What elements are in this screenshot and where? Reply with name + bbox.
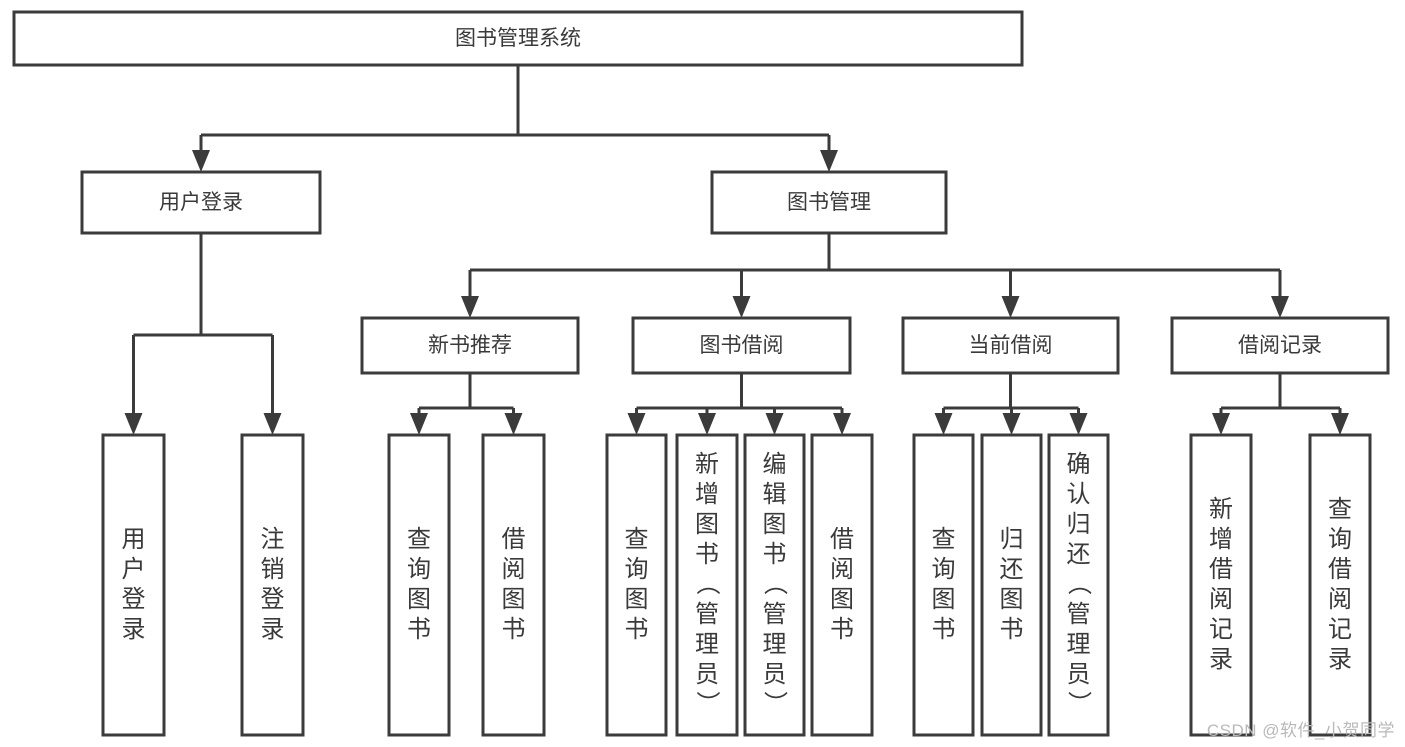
arrow-head-icon — [1069, 413, 1088, 435]
node-label-leaf-edit-book: 编辑图书（管理员） — [763, 451, 788, 718]
node-leaf-query-record[interactable]: 查询借阅记录 — [1308, 433, 1372, 737]
arrow-head-icon — [732, 296, 751, 318]
node-box-leaf-confirm-return — [1047, 433, 1110, 737]
node-leaf-borrow-book-1[interactable]: 借阅图书 — [481, 433, 546, 737]
connector-layer — [124, 65, 1349, 435]
node-layer: 图书管理系统用户登录图书管理新书推荐图书借阅当前借阅借阅记录用户登录注销登录查询… — [12, 10, 1390, 737]
node-leaf-logout[interactable]: 注销登录 — [240, 433, 305, 737]
node-book-borrow[interactable]: 图书借阅 — [631, 316, 852, 375]
arrow-head-icon — [1001, 296, 1020, 318]
node-box-new-book-recommend — [360, 316, 580, 375]
arrow-head-icon — [504, 413, 523, 435]
arrow-head-icon — [1271, 296, 1289, 318]
node-box-leaf-add-record — [1189, 433, 1253, 737]
node-label-book-borrow: 图书借阅 — [700, 334, 784, 357]
node-box-user-login — [80, 170, 322, 235]
node-box-book-borrow — [631, 316, 852, 375]
node-label-book-manage: 图书管理 — [787, 191, 871, 214]
node-box-leaf-edit-book — [743, 433, 806, 737]
node-leaf-query-book-3[interactable]: 查询图书 — [912, 433, 975, 737]
node-leaf-query-book-1[interactable]: 查询图书 — [387, 433, 451, 737]
node-label-leaf-confirm-return: 确认归还（管理员） — [1067, 451, 1092, 718]
node-box-leaf-user-login — [101, 433, 166, 737]
node-label-borrow-record: 借阅记录 — [1238, 334, 1322, 357]
node-current-borrow[interactable]: 当前借阅 — [901, 316, 1120, 375]
node-user-login[interactable]: 用户登录 — [80, 170, 322, 235]
node-borrow-record[interactable]: 借阅记录 — [1170, 316, 1390, 375]
node-root[interactable]: 图书管理系统 — [12, 10, 1024, 67]
arrow-head-icon — [833, 413, 851, 435]
node-label-leaf-borrow-book-1: 借阅图书 — [502, 526, 526, 643]
node-new-book-recommend[interactable]: 新书推荐 — [360, 316, 580, 375]
node-label-leaf-logout: 注销登录 — [261, 526, 285, 643]
node-leaf-add-book[interactable]: 新增图书（管理员） — [675, 433, 739, 737]
node-box-leaf-query-book-3 — [912, 433, 975, 737]
node-box-leaf-borrow-book-1 — [481, 433, 546, 737]
node-label-leaf-query-book-1: 查询图书 — [407, 526, 431, 643]
arrow-head-icon — [461, 296, 479, 318]
node-box-leaf-logout — [240, 433, 305, 737]
node-label-leaf-user-login: 用户登录 — [122, 526, 146, 643]
node-box-book-manage — [710, 170, 948, 235]
node-leaf-confirm-return[interactable]: 确认归还（管理员） — [1047, 433, 1110, 737]
node-label-current-borrow: 当前借阅 — [969, 334, 1053, 357]
node-box-borrow-record — [1170, 316, 1390, 375]
node-box-current-borrow — [901, 316, 1120, 375]
arrow-head-icon — [934, 413, 953, 435]
node-leaf-add-record[interactable]: 新增借阅记录 — [1189, 433, 1253, 737]
node-leaf-return-book[interactable]: 归还图书 — [980, 433, 1043, 737]
node-label-leaf-query-record: 查询借阅记录 — [1328, 496, 1352, 673]
node-label-root: 图书管理系统 — [455, 27, 581, 50]
node-label-leaf-query-book-2: 查询图书 — [625, 526, 649, 643]
node-label-leaf-query-book-3: 查询图书 — [932, 526, 956, 643]
node-label-new-book-recommend: 新书推荐 — [428, 334, 512, 357]
node-label-user-login: 用户登录 — [159, 191, 243, 214]
node-leaf-user-login[interactable]: 用户登录 — [101, 433, 166, 737]
node-label-leaf-add-book: 新增图书（管理员） — [695, 451, 720, 718]
arrow-head-icon — [627, 413, 646, 435]
arrow-head-icon — [765, 413, 784, 435]
node-box-leaf-query-book-2 — [605, 433, 668, 737]
node-box-leaf-return-book — [980, 433, 1043, 737]
node-leaf-query-book-2[interactable]: 查询图书 — [605, 433, 668, 737]
node-leaf-borrow-book-2[interactable]: 借阅图书 — [810, 433, 874, 737]
node-leaf-edit-book[interactable]: 编辑图书（管理员） — [743, 433, 806, 737]
node-label-leaf-borrow-book-2: 借阅图书 — [830, 526, 854, 643]
arrow-head-icon — [1331, 413, 1349, 435]
arrow-head-icon — [263, 413, 282, 435]
arrow-head-icon — [124, 413, 143, 435]
arrow-head-icon — [1002, 413, 1021, 435]
node-box-leaf-borrow-book-2 — [810, 433, 874, 737]
node-box-leaf-add-book — [675, 433, 739, 737]
node-box-root — [12, 10, 1024, 67]
node-label-leaf-add-record: 新增借阅记录 — [1209, 496, 1233, 673]
arrow-head-icon — [820, 150, 838, 172]
node-box-leaf-query-record — [1308, 433, 1372, 737]
arrow-head-icon — [1212, 413, 1230, 435]
arrow-head-icon — [192, 150, 210, 172]
node-book-manage[interactable]: 图书管理 — [710, 170, 948, 235]
arrow-head-icon — [698, 413, 716, 435]
node-label-leaf-return-book: 归还图书 — [1000, 526, 1024, 643]
arrow-head-icon — [410, 413, 428, 435]
node-box-leaf-query-book-1 — [387, 433, 451, 737]
